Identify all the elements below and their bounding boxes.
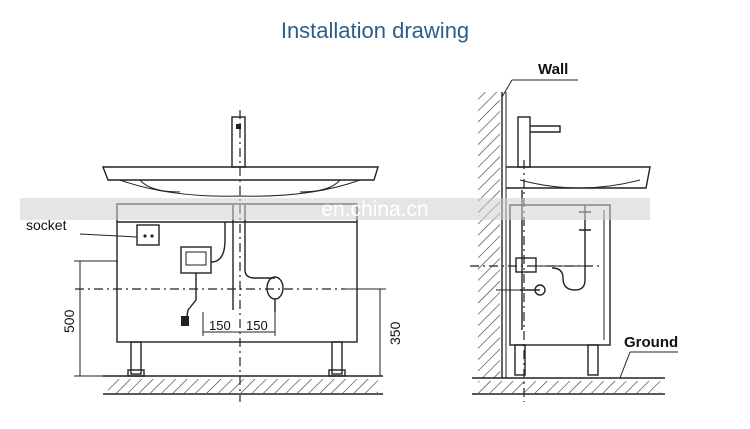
dimension-500: 500	[61, 260, 118, 377]
front-view: 150 150 500 350 socket	[26, 110, 403, 402]
ground-label: Ground	[624, 334, 678, 351]
side-floor	[472, 351, 678, 395]
dimension-350: 350	[345, 288, 403, 376]
dim-500-label: 500	[61, 309, 77, 333]
front-cabinet	[116, 203, 358, 377]
dim-150-left: 150	[209, 318, 231, 333]
wall-label: Wall	[538, 61, 568, 78]
watermark-text: en.china.cn	[321, 198, 428, 221]
dimension-150-150: 150 150	[202, 312, 276, 336]
page-title: Installation drawing	[280, 18, 470, 43]
wall	[478, 79, 578, 378]
side-view: Wall Ground	[470, 61, 678, 402]
front-control-box	[180, 205, 284, 326]
side-faucet	[517, 116, 561, 168]
side-basin	[506, 166, 651, 189]
dim-350-label: 350	[387, 321, 403, 345]
front-floor	[103, 375, 383, 395]
front-basin	[101, 116, 379, 197]
dim-150-right: 150	[246, 318, 268, 333]
socket-label: socket	[26, 217, 67, 233]
watermark: en.china.cn	[20, 198, 650, 221]
socket-outlet	[79, 224, 160, 246]
